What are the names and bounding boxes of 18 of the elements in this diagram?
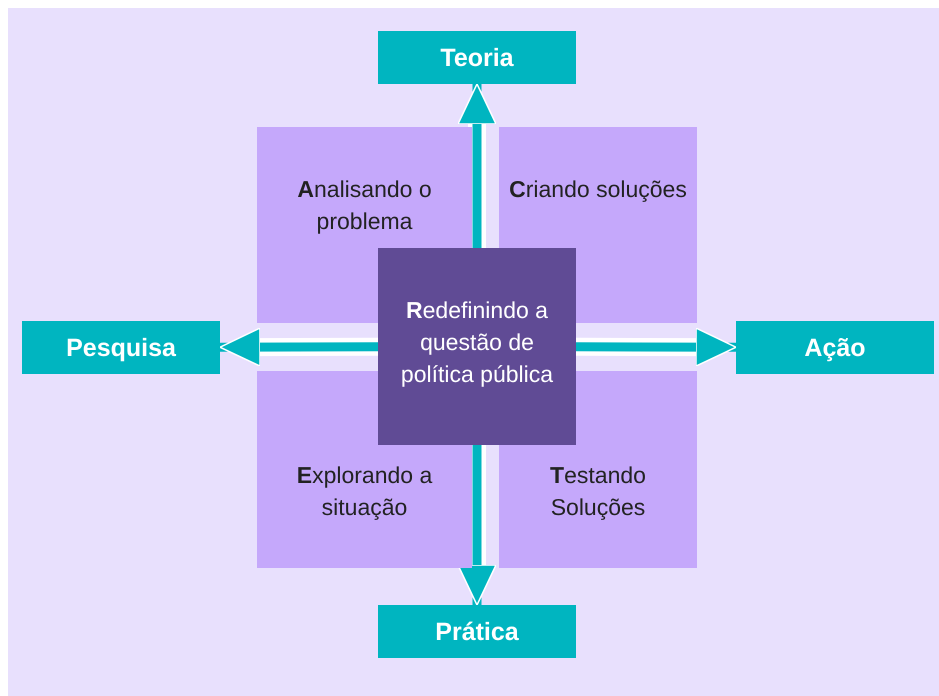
node-text: Redefinindo a questão de política pública — [400, 296, 554, 389]
center-box — [378, 248, 576, 445]
node-text: Explorando a situação — [296, 461, 434, 522]
node-text: Criando soluções — [508, 175, 688, 204]
label-box — [736, 321, 934, 374]
arrow — [576, 327, 737, 367]
arrow — [219, 327, 378, 367]
node-text: Analisando o problema — [296, 175, 433, 236]
node-text: Ação — [803, 332, 867, 364]
label-box — [22, 321, 220, 374]
node-text: Prática — [434, 616, 520, 648]
arrow — [457, 83, 497, 248]
node-text: Teoria — [439, 42, 515, 74]
node-text: Testando Soluções — [549, 461, 647, 522]
label-box — [378, 605, 576, 658]
node-text: Pesquisa — [65, 332, 177, 364]
label-box — [378, 31, 576, 84]
arrow — [457, 445, 497, 606]
